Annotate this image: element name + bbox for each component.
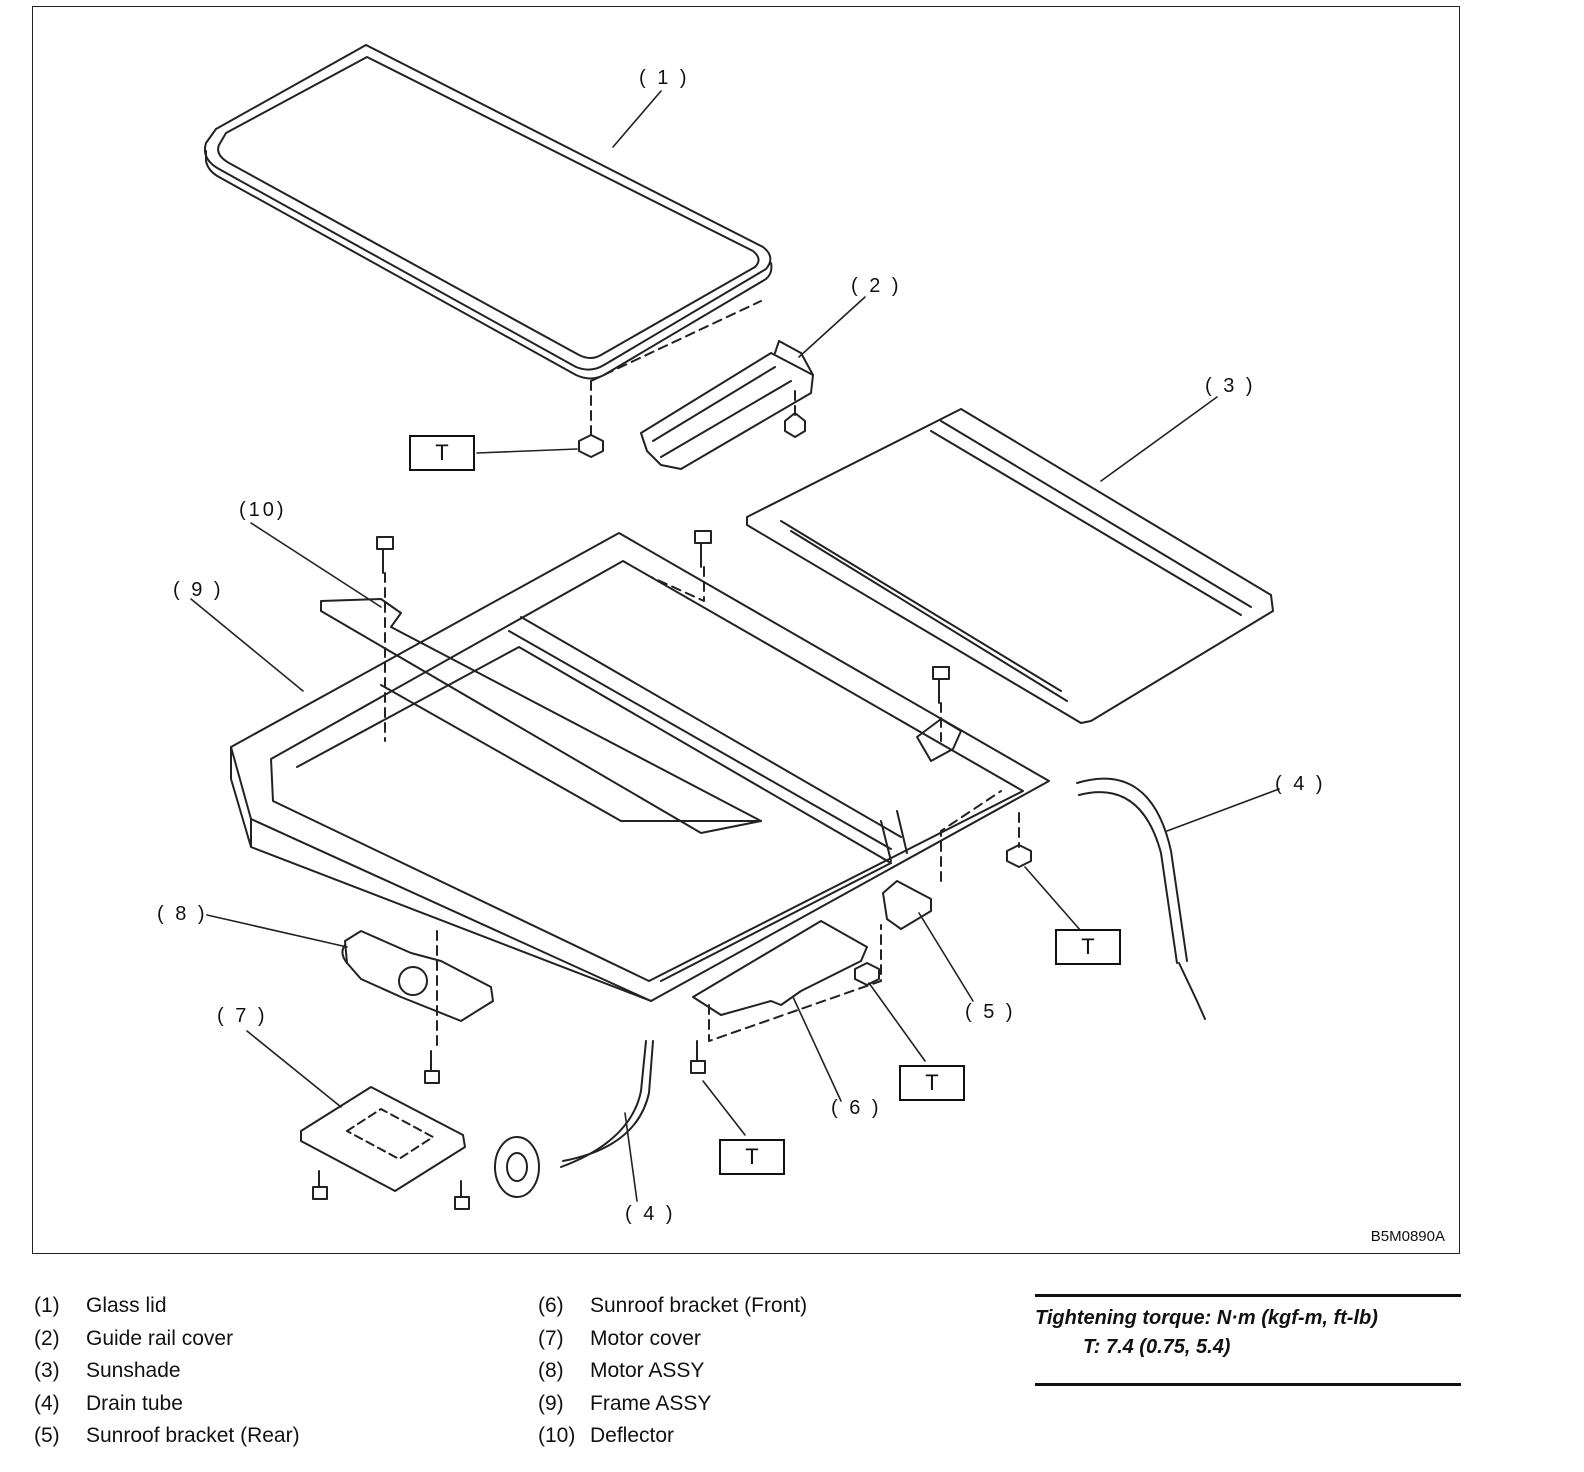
drain-tube-drawing bbox=[494, 777, 1206, 1198]
legend-num: (3) bbox=[34, 1359, 60, 1382]
torque-mark-t: T bbox=[719, 1139, 785, 1175]
guide-rail-cover-drawing bbox=[640, 340, 814, 470]
legend-left: (1) Glass lid (2) Guide rail cover (3) Suns… bbox=[34, 1290, 300, 1453]
callout-3: ( 3 ) bbox=[1205, 375, 1256, 397]
torque-spec-box: Tightening torque: N·m (kgf-m, ft-lb) T:… bbox=[1035, 1294, 1461, 1386]
sunroof-bracket-rear-drawing bbox=[882, 718, 962, 930]
legend-num: (8) bbox=[538, 1359, 564, 1382]
legend-num: (9) bbox=[538, 1391, 564, 1415]
legend-item: (3) Sunshade bbox=[34, 1355, 300, 1388]
fasteners-drawing bbox=[312, 412, 1032, 1210]
legend-label: Sunroof bracket (Rear) bbox=[86, 1424, 300, 1447]
legend-label: Sunshade bbox=[86, 1359, 181, 1382]
legend-item: (8) Motor ASSY bbox=[538, 1355, 807, 1388]
leader-lines bbox=[190, 90, 1280, 1202]
torque-mark-t: T bbox=[409, 435, 475, 471]
legend-label: Glass lid bbox=[86, 1294, 167, 1317]
torque-value: T: 7.4 (0.75, 5.4) bbox=[1083, 1336, 1231, 1358]
divider bbox=[1035, 1294, 1461, 1297]
diagram-frame: ( 1 ) ( 2 ) ( 3 ) (10) ( 9 ) ( 4 ) ( 8 )… bbox=[32, 6, 1460, 1254]
legend-item: (10) Deflector bbox=[538, 1420, 807, 1453]
legend-right: (6) Sunroof bracket (Front) (7) Motor cove… bbox=[538, 1290, 807, 1453]
legend-item: (7) Motor cover bbox=[538, 1323, 807, 1356]
legend-num: (4) bbox=[34, 1391, 60, 1415]
motor-assy-drawing bbox=[341, 930, 494, 1022]
figure-id: B5M0890A bbox=[1370, 1228, 1445, 1245]
legend-item: (6) Sunroof bracket (Front) bbox=[538, 1290, 807, 1323]
legend-num: (1) bbox=[34, 1294, 60, 1317]
legend-item: (5) Sunroof bracket (Rear) bbox=[34, 1420, 300, 1453]
callout-1: ( 1 ) bbox=[639, 67, 690, 89]
legend-item: (1) Glass lid bbox=[34, 1290, 300, 1323]
glass-lid-drawing bbox=[203, 44, 773, 380]
callout-10: (10) bbox=[239, 499, 287, 521]
legend-label: Motor cover bbox=[590, 1326, 701, 1350]
legend-num: (7) bbox=[538, 1326, 564, 1350]
legend-label: Deflector bbox=[590, 1424, 675, 1447]
sunroof-exploded-view bbox=[190, 44, 1280, 1210]
callout-4-lower: ( 4 ) bbox=[625, 1203, 676, 1225]
legend-num: (10) bbox=[538, 1424, 576, 1447]
legend-label: Sunroof bracket (Front) bbox=[590, 1294, 808, 1317]
callout-7: ( 7 ) bbox=[217, 1005, 268, 1027]
legend-item: (4) Drain tube bbox=[34, 1388, 300, 1421]
legend-num: (6) bbox=[538, 1294, 564, 1317]
legend-item: (9) Frame ASSY bbox=[538, 1388, 807, 1421]
callout-6: ( 6 ) bbox=[831, 1097, 882, 1119]
assembly-guide-lines bbox=[384, 300, 1020, 1052]
legend-label: Frame ASSY bbox=[590, 1391, 712, 1415]
legend-item: (2) Guide rail cover bbox=[34, 1323, 300, 1356]
callout-2: ( 2 ) bbox=[851, 275, 902, 297]
torque-mark-t: T bbox=[1055, 929, 1121, 965]
callout-8: ( 8 ) bbox=[157, 903, 208, 925]
torque-mark-t: T bbox=[899, 1065, 965, 1101]
legend-label: Motor ASSY bbox=[590, 1359, 705, 1382]
motor-cover-drawing bbox=[300, 1086, 466, 1192]
frame-assy-drawing bbox=[230, 532, 1050, 1002]
legend-label: Guide rail cover bbox=[86, 1326, 234, 1350]
divider bbox=[1035, 1383, 1461, 1386]
legend-num: (2) bbox=[34, 1326, 60, 1350]
callout-9: ( 9 ) bbox=[173, 579, 224, 601]
legend-label: Drain tube bbox=[86, 1391, 183, 1415]
callout-4-upper: ( 4 ) bbox=[1275, 773, 1326, 795]
legend-num: (5) bbox=[34, 1424, 60, 1447]
callout-5: ( 5 ) bbox=[965, 1001, 1016, 1023]
sunroof-bracket-front-drawing bbox=[692, 920, 868, 1016]
sunshade-drawing bbox=[746, 408, 1274, 724]
torque-title: Tightening torque: N·m (kgf-m, ft-lb) bbox=[1035, 1307, 1378, 1329]
